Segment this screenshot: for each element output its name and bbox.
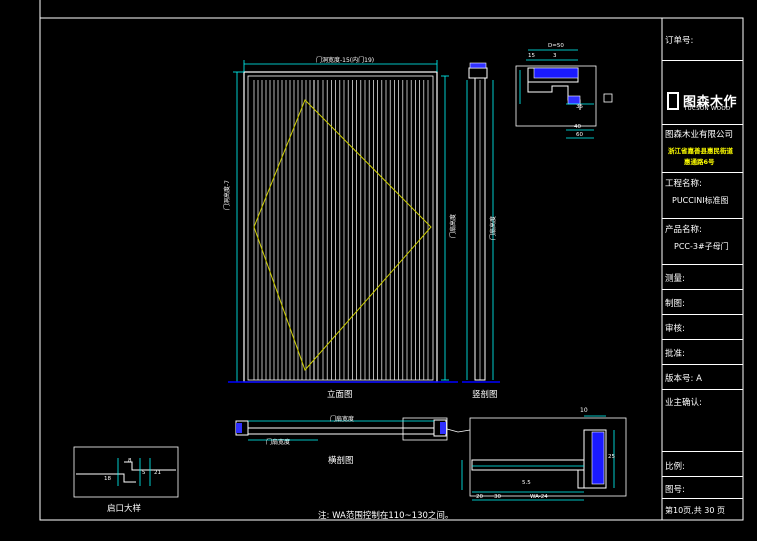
opening-detail-view-label: 启口大样 <box>107 504 142 514</box>
head-hatch <box>533 67 579 79</box>
hsec-width-dim-label: 门扇宽度 <box>330 416 355 423</box>
leaf-height-dim-label: 门扇高度 <box>450 213 457 238</box>
door-frame-outer <box>243 71 438 383</box>
opening-d8-label: 8 <box>128 458 132 464</box>
vsec-seal <box>469 62 487 69</box>
drawn-label: 制图: <box>665 299 685 309</box>
company-logo: 图森木作 TUCSON WOOD <box>666 90 740 114</box>
project-value: PUCCINI标准图 <box>672 196 729 205</box>
hsec-body <box>247 427 435 435</box>
head-d60-label: 60 <box>576 132 583 138</box>
opening-profile-right <box>124 461 176 471</box>
jamb-detail-border <box>469 417 627 497</box>
address-line-2: 惠通路6号 <box>684 158 715 166</box>
hsec-inner-dim-label: 门扇宽度 <box>266 439 291 446</box>
product-row: 产品名称: PCC-3#子母门 <box>662 218 743 264</box>
hsec-right-hatch <box>440 422 446 434</box>
sheet-outer-border <box>39 17 744 521</box>
opening-d21-label: 21 <box>154 470 161 476</box>
drawing-no-row: 图号: <box>662 476 743 498</box>
hsec-left-hatch <box>236 423 242 433</box>
logo-brand-cn: 图森木作 <box>683 95 738 110</box>
opening-detail-border <box>73 446 179 498</box>
jamb-detail <box>461 415 627 501</box>
hsec-callout-leader <box>446 428 471 433</box>
door-frame-inner <box>247 75 434 381</box>
opening-d18-label: 18 <box>104 476 111 482</box>
vsec-top-head <box>468 67 488 79</box>
jamb-d25-label: 25 <box>608 454 615 460</box>
drawn-row: 制图: <box>662 289 743 314</box>
vertical-section-view-label: 竖剖图 <box>472 390 498 400</box>
opening-d5-label: 5 <box>142 470 146 476</box>
horizontal-section-view <box>235 417 471 441</box>
company-row: 图森木业有限公司 浙江省嘉善县惠民街道 惠通路6号 <box>662 124 743 172</box>
head-small-part <box>603 93 613 103</box>
jamb-d30-label: 30 <box>494 494 501 500</box>
page-row: 第10页,共 30 页 <box>662 498 743 520</box>
scale-row: 比例: <box>662 451 743 476</box>
jamb-leaf-body <box>471 459 585 471</box>
top-width-dim-label: 门洞宽度-15(内门19) <box>316 57 375 64</box>
review-label: 审核: <box>665 324 685 334</box>
jamb-frame <box>583 429 607 489</box>
jamb-wa-label: WA-24 <box>530 494 548 500</box>
drawing-no-label: 图号: <box>665 485 685 495</box>
head-detail <box>515 49 613 139</box>
diamond-pattern <box>253 99 432 371</box>
elevation-view <box>228 60 458 383</box>
vertical-section-view <box>462 62 500 383</box>
version-row: 版本号: A <box>662 364 743 389</box>
head-d3-label: 3 <box>553 53 557 59</box>
section-height-dim-label: 门扇高度 <box>490 215 497 240</box>
product-label: 产品名称: <box>665 225 702 235</box>
jamb-d20-label: 20 <box>476 494 483 500</box>
project-row: 工程名称: PUCCINI标准图 <box>662 172 743 218</box>
title-block: 订单号: 图森木业有限公司 浙江省嘉善县惠民街道 惠通路6号 工程名称: PUC… <box>662 18 743 520</box>
measure-label: 测量: <box>665 274 685 284</box>
jamb-stop-profile <box>577 470 592 489</box>
jamb-d10-label: 10 <box>580 407 588 414</box>
jamb-hatch <box>591 431 605 485</box>
opening-detail-view <box>73 446 179 498</box>
product-value: PCC-3#子母门 <box>674 242 729 251</box>
owner-confirm-row: 业主确认: <box>662 389 743 451</box>
jamb-d55-label: 5.5 <box>522 480 531 486</box>
approve-label: 批准: <box>665 349 685 359</box>
logo-mark-icon <box>667 92 679 110</box>
version-label: 版本号: A <box>665 374 702 384</box>
project-label: 工程名称: <box>665 179 702 189</box>
owner-confirm-label: 业主确认: <box>665 398 702 408</box>
logo-row <box>662 60 743 124</box>
vertical-flutes <box>253 80 429 380</box>
approve-row: 批准: <box>662 339 743 364</box>
head-d50-label: D=50 <box>548 43 564 49</box>
page-label: 第10页,共 30 页 <box>665 506 725 515</box>
company-name: 图森木业有限公司 <box>665 130 734 140</box>
elevation-view-label: 立面图 <box>327 390 353 400</box>
scale-label: 比例: <box>665 462 685 472</box>
logo-brand-en: TUCSON WOOD <box>684 106 731 112</box>
wa-range-note: 注: WA范围控制在110~130之间。 <box>318 511 454 521</box>
head-detail-border <box>515 65 597 127</box>
opening-profile-left <box>76 473 136 483</box>
horizontal-section-view-label: 横剖图 <box>328 456 354 466</box>
order-no-row: 订单号: <box>662 18 743 60</box>
head-d15-label: 15 <box>528 53 535 59</box>
address-line-1: 浙江省嘉善县惠民街道 <box>668 147 733 155</box>
measure-row: 测量: <box>662 264 743 289</box>
door-height-dim-label: 门洞高度-7 <box>224 180 231 210</box>
review-row: 审核: <box>662 314 743 339</box>
head-seal-strip <box>567 95 581 105</box>
head-d40-label: 40 <box>574 124 581 130</box>
head-d35-label: 35 <box>576 104 583 110</box>
order-no-label: 订单号: <box>665 36 694 46</box>
